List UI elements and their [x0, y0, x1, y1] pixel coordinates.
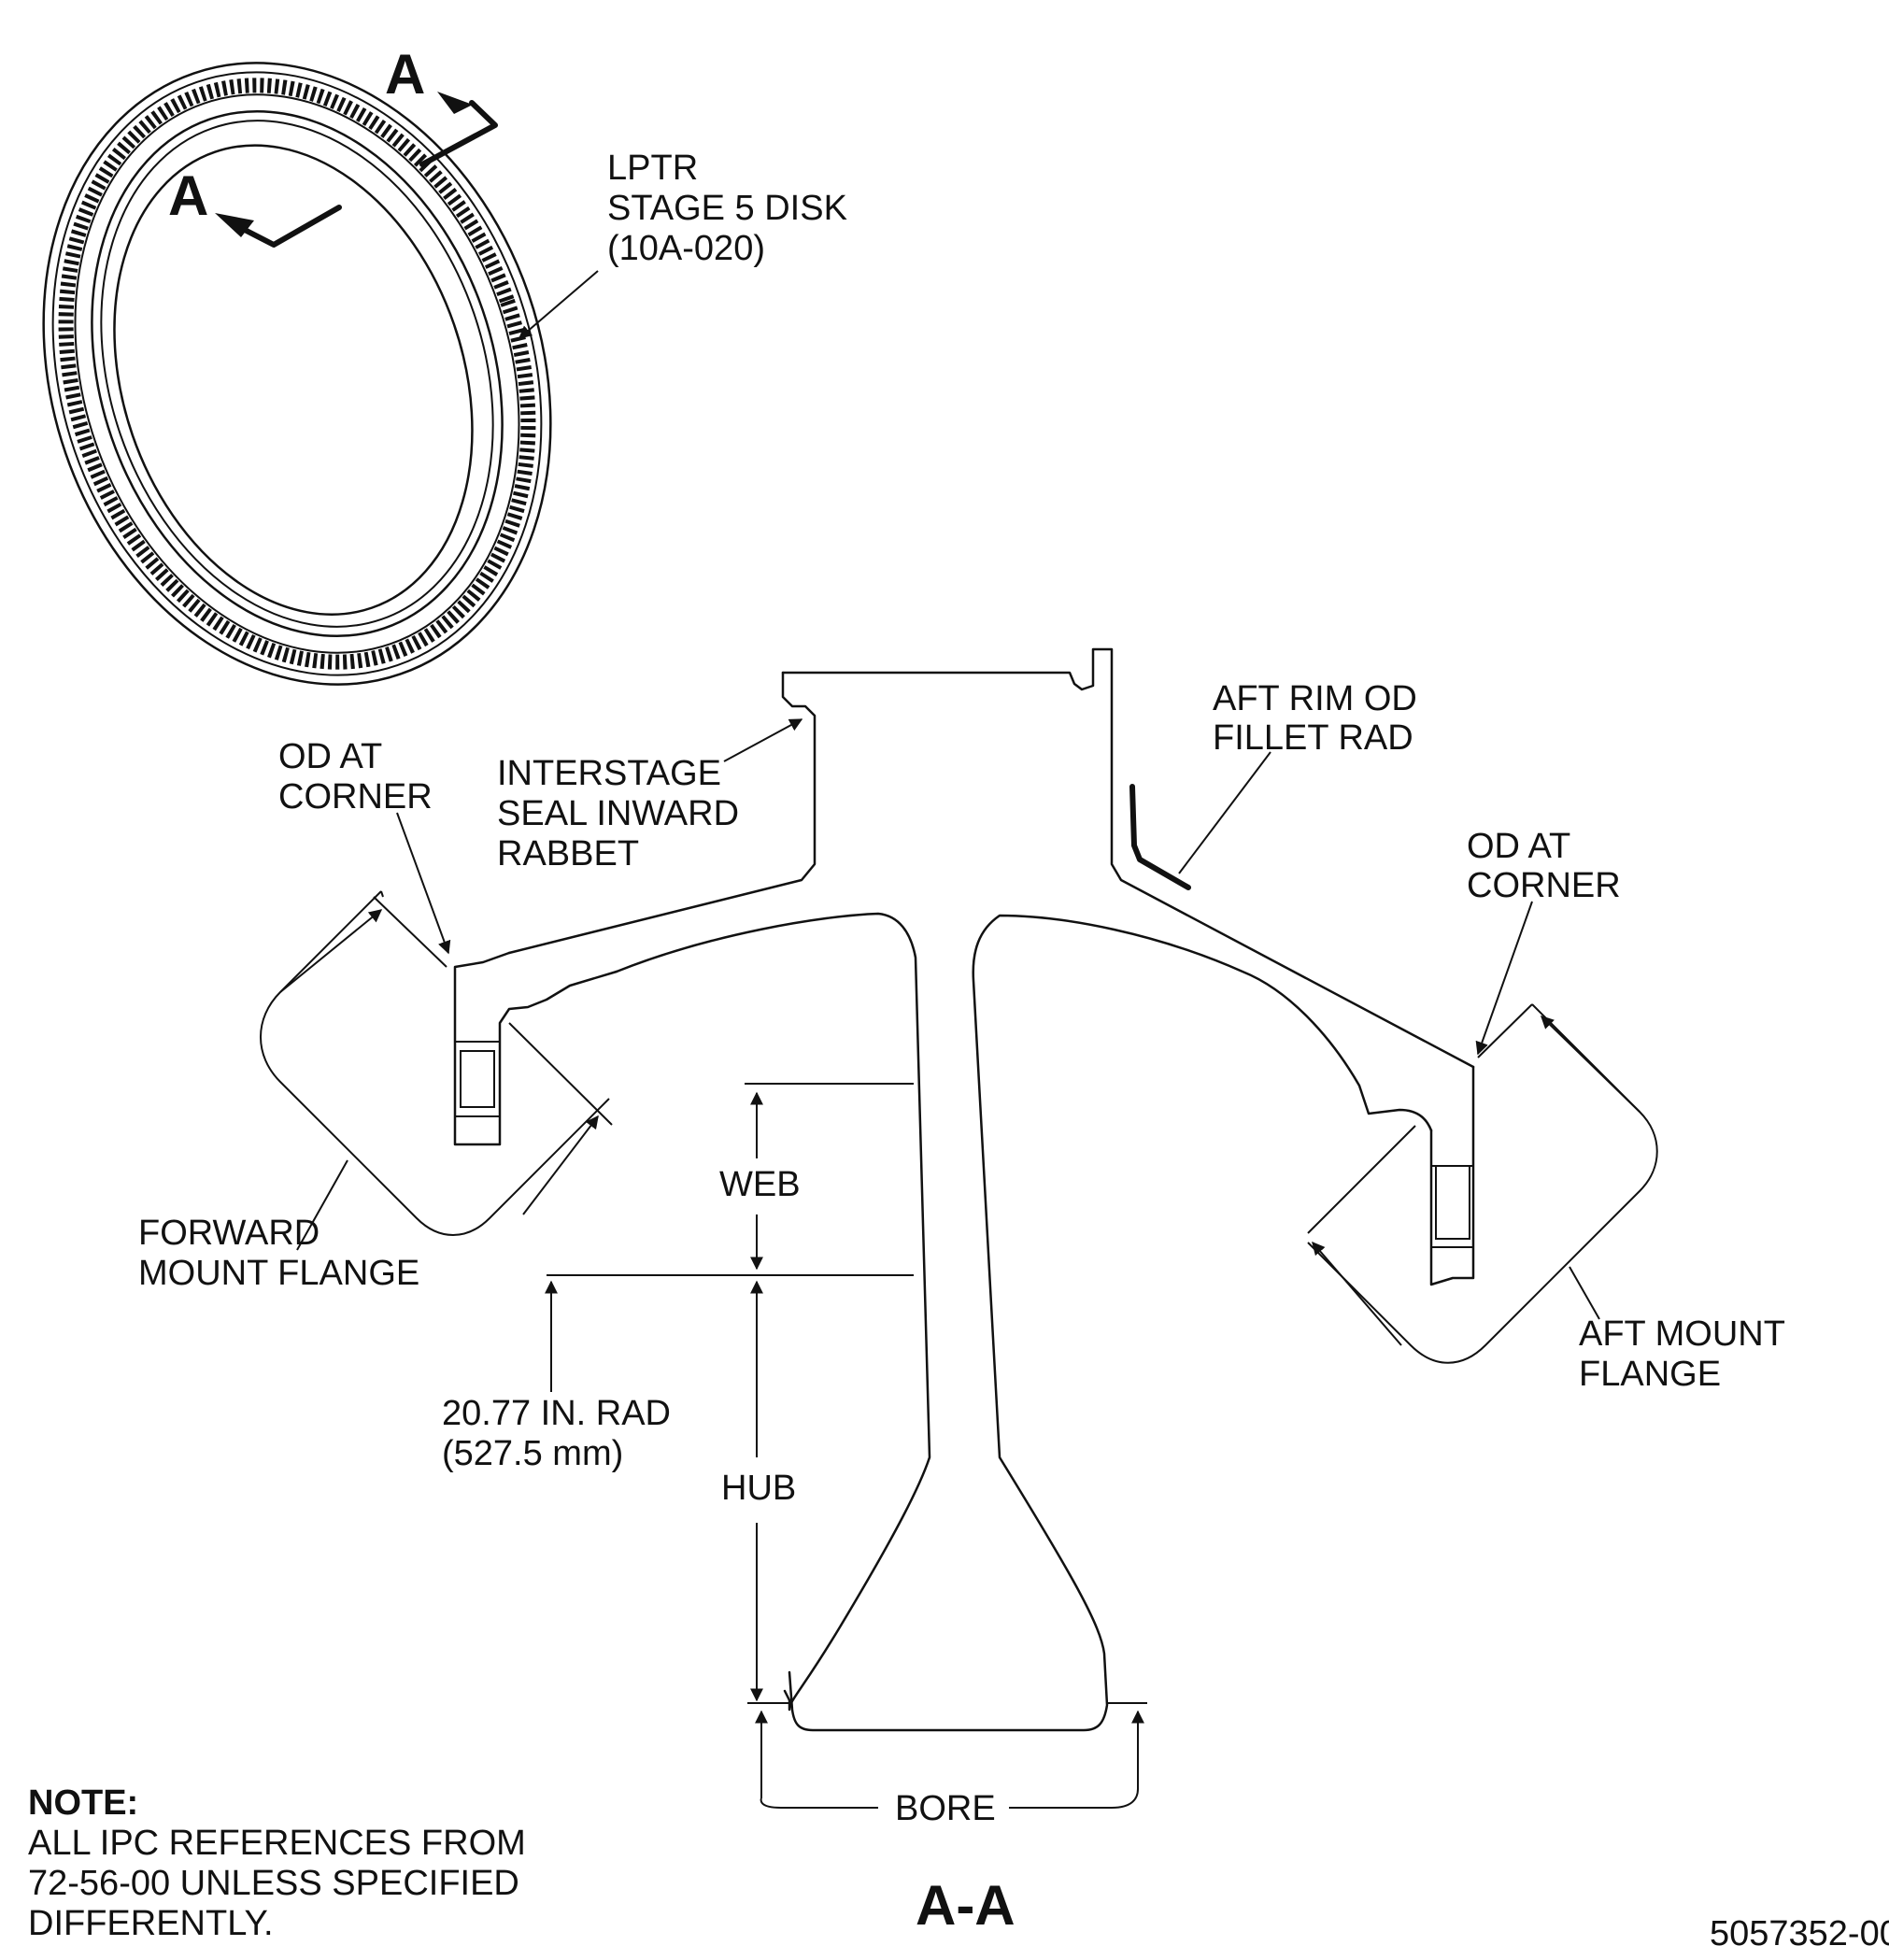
label-od-corner-left: OD AT CORNER: [278, 737, 433, 817]
svg-text:OD AT: OD AT: [278, 737, 382, 776]
svg-text:FILLET RAD: FILLET RAD: [1213, 718, 1413, 758]
aft-flange-leader: [1569, 1266, 1600, 1320]
svg-text:CORNER: CORNER: [1467, 866, 1621, 905]
svg-text:INTERSTAGE: INTERSTAGE: [497, 754, 721, 793]
label-part-name: LPTR STAGE 5 DISK (10A-020): [607, 149, 847, 268]
note-title: NOTE:: [28, 1783, 138, 1823]
label-bore: BORE: [895, 1789, 996, 1828]
aft-flange-outline: [1307, 1003, 1658, 1364]
svg-text:ALL IPC REFERENCES FROM: ALL IPC REFERENCES FROM: [28, 1824, 526, 1863]
disk-cross-section: [453, 647, 1475, 1732]
od-corner-left-leader: [396, 812, 451, 955]
svg-text:FORWARD: FORWARD: [138, 1214, 320, 1253]
svg-text:(527.5 mm): (527.5 mm): [442, 1434, 623, 1473]
label-web: WEB: [719, 1165, 801, 1204]
od-corner-right-leader: [1475, 901, 1533, 1056]
svg-text:AFT RIM OD: AFT RIM OD: [1213, 679, 1417, 718]
disk-leader: [518, 270, 599, 339]
label-interstage-seal: INTERSTAGE SEAL INWARD RABBET: [497, 754, 739, 873]
label-hub: HUB: [721, 1469, 796, 1508]
svg-text:OD AT: OD AT: [1467, 827, 1570, 866]
note-block: NOTE: ALL IPC REFERENCES FROM 72-56-00 U…: [28, 1783, 526, 1943]
svg-text:LPTR: LPTR: [607, 149, 698, 188]
svg-text:FLANGE: FLANGE: [1579, 1355, 1721, 1394]
label-aft-rim-fillet: AFT RIM OD FILLET RAD: [1213, 679, 1417, 758]
svg-text:RABBET: RABBET: [497, 834, 639, 873]
label-aft-mount-flange: AFT MOUNT FLANGE: [1579, 1314, 1785, 1394]
section-marker-left: A: [168, 164, 342, 248]
svg-text:AFT MOUNT: AFT MOUNT: [1579, 1314, 1785, 1354]
svg-text:20.77 IN. RAD: 20.77 IN. RAD: [442, 1394, 671, 1433]
svg-text:DIFFERENTLY.: DIFFERENTLY.: [28, 1904, 274, 1943]
aft-rim-leader: [1178, 751, 1271, 874]
svg-text:(10A-020): (10A-020): [607, 229, 765, 268]
section-letter-top: A: [385, 43, 425, 106]
svg-text:SEAL INWARD: SEAL INWARD: [497, 794, 739, 833]
label-od-corner-right: OD AT CORNER: [1467, 827, 1621, 905]
section-marker-top: A: [385, 43, 498, 167]
label-radius: 20.77 IN. RAD (527.5 mm): [442, 1394, 671, 1473]
label-forward-mount-flange: FORWARD MOUNT FLANGE: [138, 1214, 419, 1293]
svg-text:72-56-00 UNLESS SPECIFIED: 72-56-00 UNLESS SPECIFIED: [28, 1864, 519, 1903]
disk-isometric-view: [42, 62, 552, 686]
section-letter-left: A: [168, 164, 208, 227]
svg-text:STAGE 5 DISK: STAGE 5 DISK: [607, 189, 847, 228]
svg-text:CORNER: CORNER: [278, 777, 433, 817]
forward-flange-leader: [296, 1159, 348, 1251]
interstage-leader: [723, 718, 803, 762]
section-title: A-A: [916, 1874, 1016, 1937]
forward-flange-outline: [260, 890, 610, 1236]
svg-text:MOUNT FLANGE: MOUNT FLANGE: [138, 1254, 419, 1293]
figure-id: 5057352-00: [1710, 1914, 1889, 1953]
